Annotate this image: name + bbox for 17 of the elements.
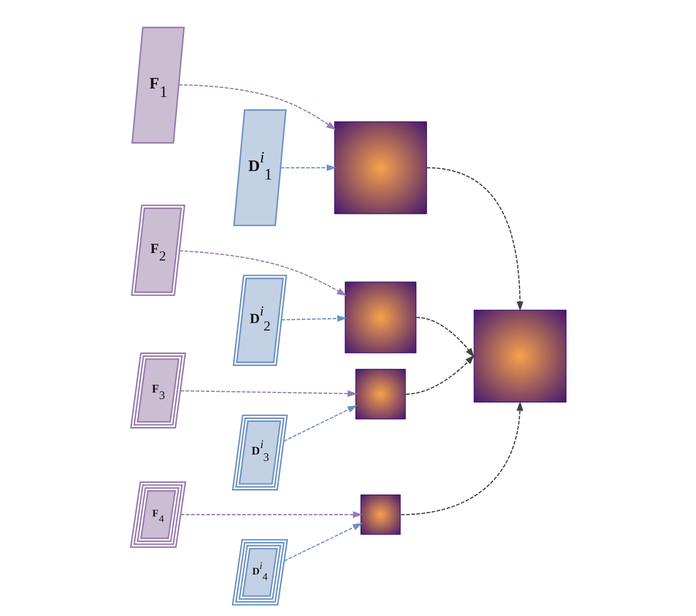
arrow	[400, 401, 523, 516]
arrow	[283, 523, 362, 562]
node-picture	[473, 310, 566, 403]
arrow	[283, 405, 357, 442]
arrow	[178, 84, 336, 130]
arrow	[406, 354, 474, 395]
arrow	[179, 250, 346, 296]
node-picture	[360, 494, 400, 535]
arrow	[416, 316, 474, 358]
arrow	[180, 390, 357, 397]
arrow	[280, 315, 346, 322]
arrow	[426, 167, 523, 312]
node-picture	[354, 368, 406, 420]
node-picture	[344, 282, 416, 354]
arrow	[280, 164, 336, 172]
node-picture	[334, 121, 426, 214]
arrow	[180, 511, 362, 518]
